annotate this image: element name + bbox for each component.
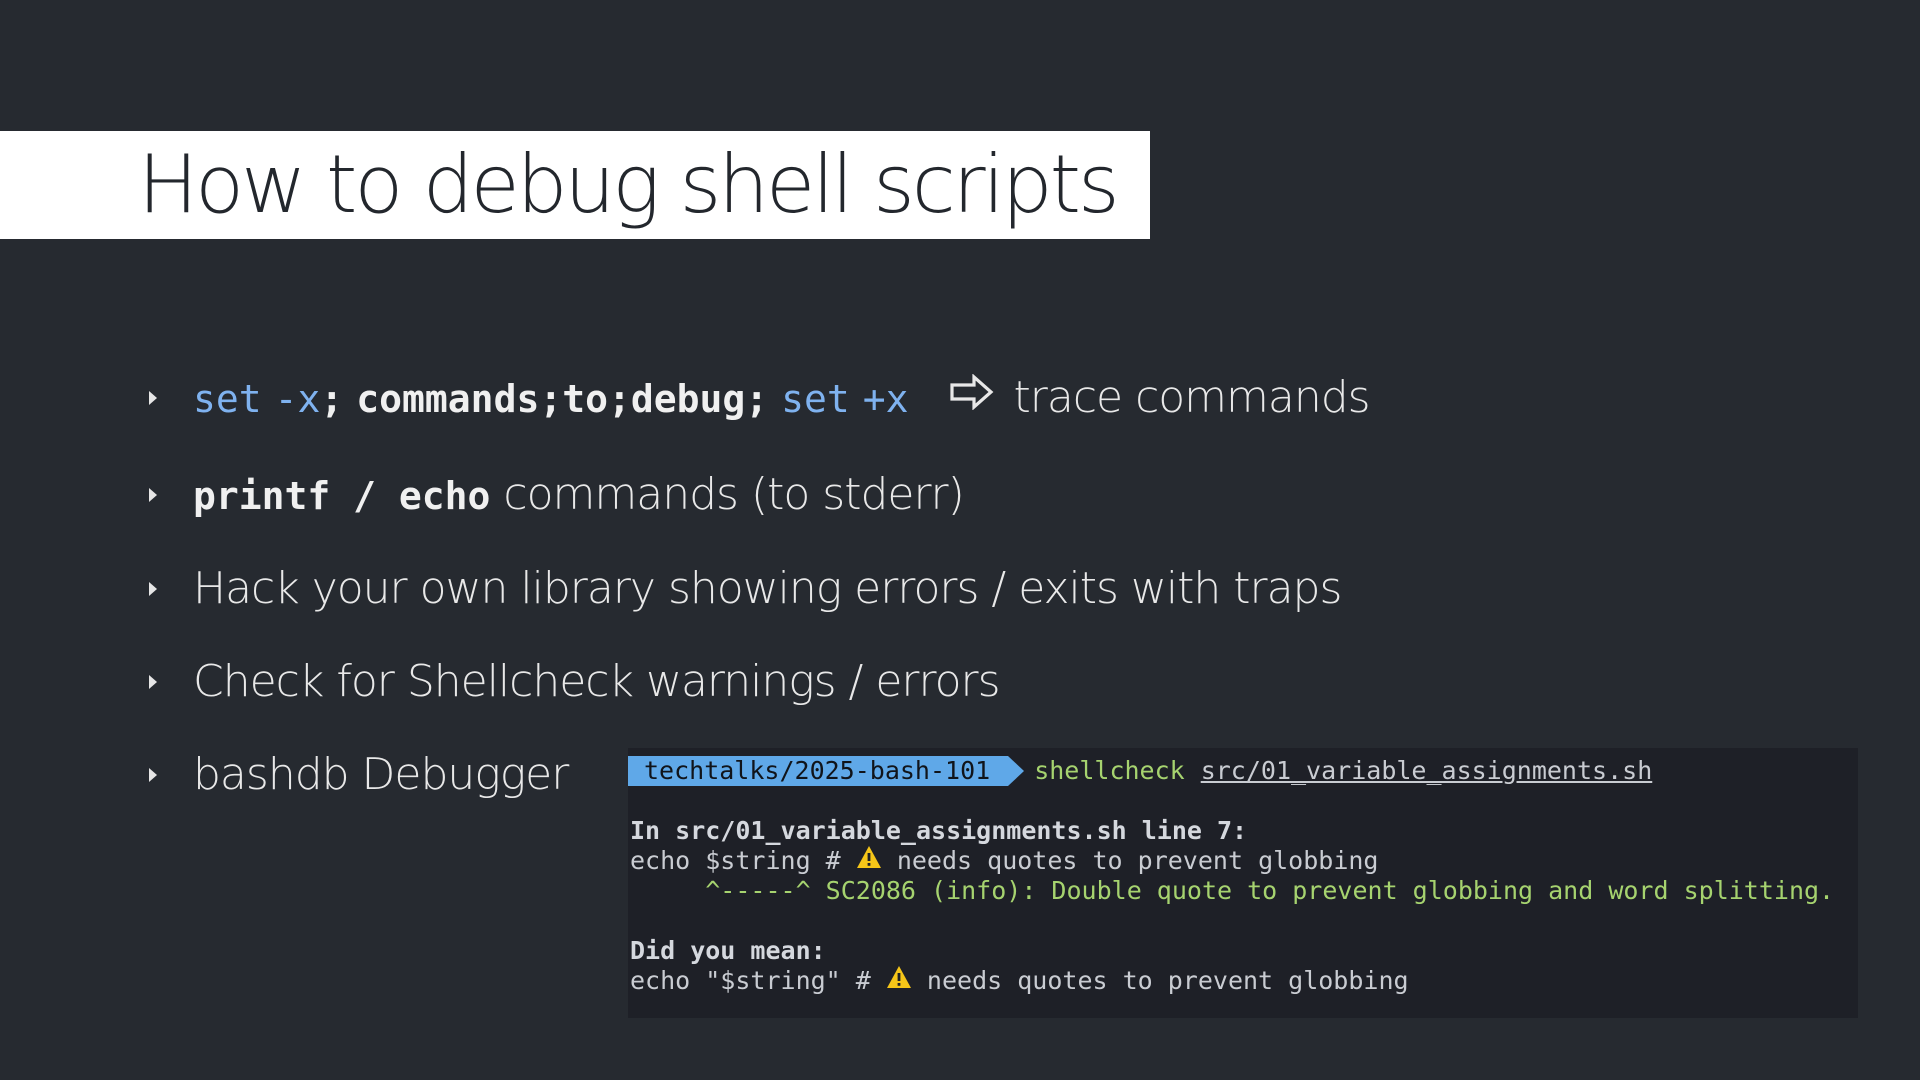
shellcheck-header: In src/01_variable_assignments.sh line 7…	[630, 816, 1248, 845]
bullet-content: printf / echo commands (to stderr)	[193, 465, 965, 525]
bullet-text-printf: commands (to stderr)	[503, 469, 964, 520]
bullet-text-shellcheck: Check for Shellcheck warnings / errors	[193, 656, 1001, 707]
warning-icon	[856, 845, 882, 876]
bullet-marker-icon	[149, 488, 157, 502]
code-keyword-set-2: set	[781, 377, 850, 421]
bullet-text-trace: trace commands	[1013, 372, 1371, 423]
slide-title: How to debug shell scripts	[138, 138, 1120, 231]
code-line-suffix: needs quotes to prevent globbing	[881, 846, 1379, 875]
prompt-path: techtalks/2025-bash-101	[628, 756, 1025, 786]
warning-icon	[886, 965, 912, 996]
bullet-content: set -x; commands;to;debug; set +x trace …	[193, 366, 1371, 428]
fixed-line-prefix: echo "$string" #	[630, 966, 886, 995]
code-line-prefix: echo $string #	[630, 846, 856, 875]
code-commands: commands;to;debug;	[356, 377, 769, 421]
shellcheck-code-line: echo $string # needs quotes to prevent g…	[630, 845, 1379, 876]
code-keyword-set: set	[193, 377, 262, 421]
bullet-marker-icon	[149, 391, 157, 405]
bullet-item-library: Hack your own library showing errors / e…	[0, 559, 1900, 619]
bullet-marker-icon	[149, 768, 157, 782]
did-you-mean-label: Did you mean:	[630, 936, 826, 965]
bullet-text-library: Hack your own library showing errors / e…	[193, 563, 1342, 614]
bullet-item-printf: printf / echo commands (to stderr)	[0, 465, 1900, 525]
bullet-marker-icon	[149, 582, 157, 596]
prompt-command: shellcheck	[1034, 756, 1185, 785]
shellcheck-fixed-line: echo "$string" # needs quotes to prevent…	[630, 965, 1409, 996]
terminal-prompt: techtalks/2025-bash-101 shellcheck src/01_…	[628, 756, 1652, 786]
bullet-item-bashdb: bashdb Debugger	[0, 745, 1900, 805]
terminal-screenshot: techtalks/2025-bash-101 shellcheck src/01_…	[628, 748, 1858, 1018]
code-flag-plus-x: +x	[862, 377, 909, 421]
bullet-marker-icon	[149, 675, 157, 689]
code-flag-minus-x: -x	[274, 377, 321, 421]
bullet-item-shellcheck: Check for Shellcheck warnings / errors	[0, 652, 1900, 712]
prompt-argument: src/01_variable_assignments.sh	[1200, 756, 1653, 785]
bullet-text-bashdb: bashdb Debugger	[193, 749, 569, 800]
bullet-item-trace: set -x; commands;to;debug; set +x trace …	[0, 368, 1900, 428]
fixed-line-suffix: needs quotes to prevent globbing	[911, 966, 1409, 995]
shellcheck-pointer-line: ^-----^ SC2086 (info): Double quote to p…	[630, 876, 1835, 905]
code-semicolon: ;	[320, 377, 344, 421]
title-banner: How to debug shell scripts	[0, 131, 1150, 239]
right-arrow-icon	[949, 366, 994, 426]
code-printf-echo: printf / echo	[193, 474, 491, 518]
